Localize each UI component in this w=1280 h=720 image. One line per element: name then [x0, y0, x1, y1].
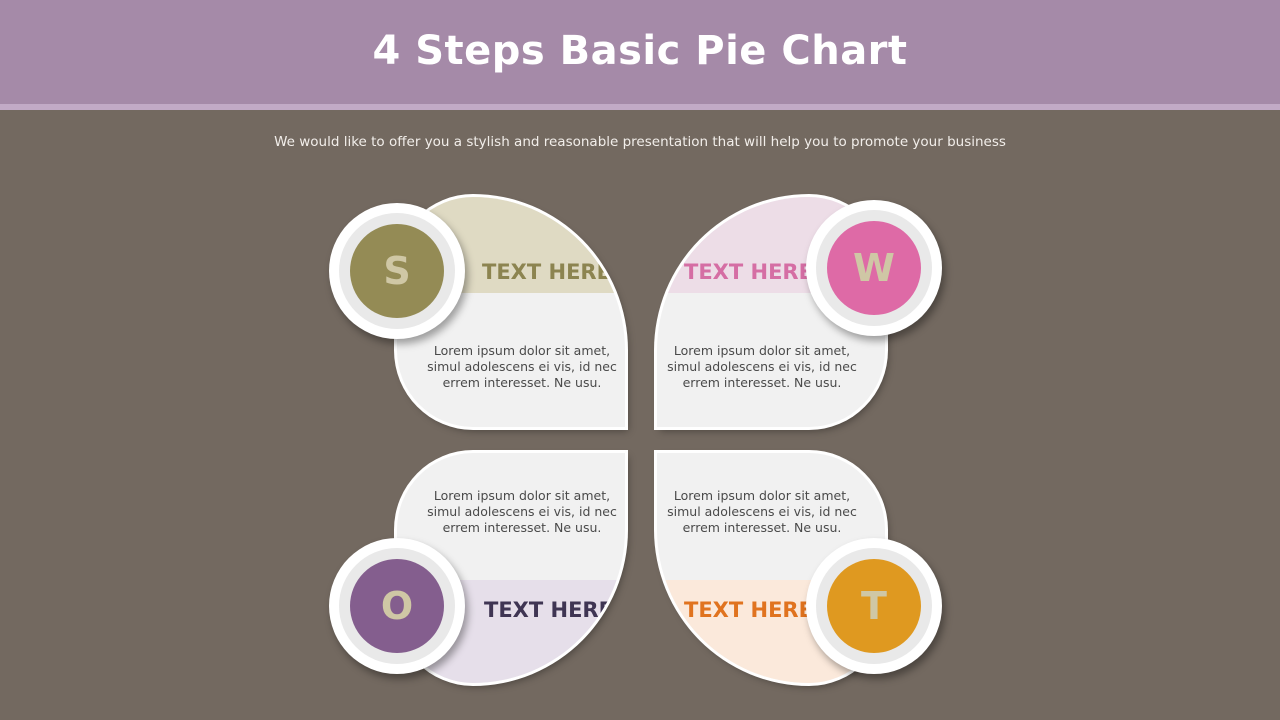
- badge-t-circle: T: [827, 559, 921, 653]
- petal-t-body: Lorem ipsum dolor sit amet, simul adoles…: [667, 488, 857, 535]
- badge-t: T: [806, 538, 942, 674]
- petal-w-label: TEXT HERE: [684, 260, 813, 284]
- petal-o-label: TEXT HERE: [484, 598, 613, 622]
- petal-s-body: Lorem ipsum dolor sit amet, simul adoles…: [427, 343, 617, 390]
- badge-s-circle: S: [350, 224, 444, 318]
- petal-w-body: Lorem ipsum dolor sit amet, simul adoles…: [667, 343, 857, 390]
- badge-w-circle: W: [827, 221, 921, 315]
- badge-s: S: [329, 203, 465, 339]
- title-bar: [0, 0, 1280, 110]
- badge-o: O: [329, 538, 465, 674]
- petal-t-label: TEXT HERE: [684, 598, 813, 622]
- petal-s-label: TEXT HERE: [482, 260, 611, 284]
- petal-o-body: Lorem ipsum dolor sit amet, simul adoles…: [427, 488, 617, 535]
- badge-o-circle: O: [350, 559, 444, 653]
- petal-s: TEXT HERE Lorem ipsum dolor sit amet, si…: [397, 197, 625, 427]
- badge-w: W: [806, 200, 942, 336]
- slide-title: 4 Steps Basic Pie Chart: [372, 28, 908, 74]
- slide-subtitle: We would like to offer you a stylish and…: [274, 134, 1006, 150]
